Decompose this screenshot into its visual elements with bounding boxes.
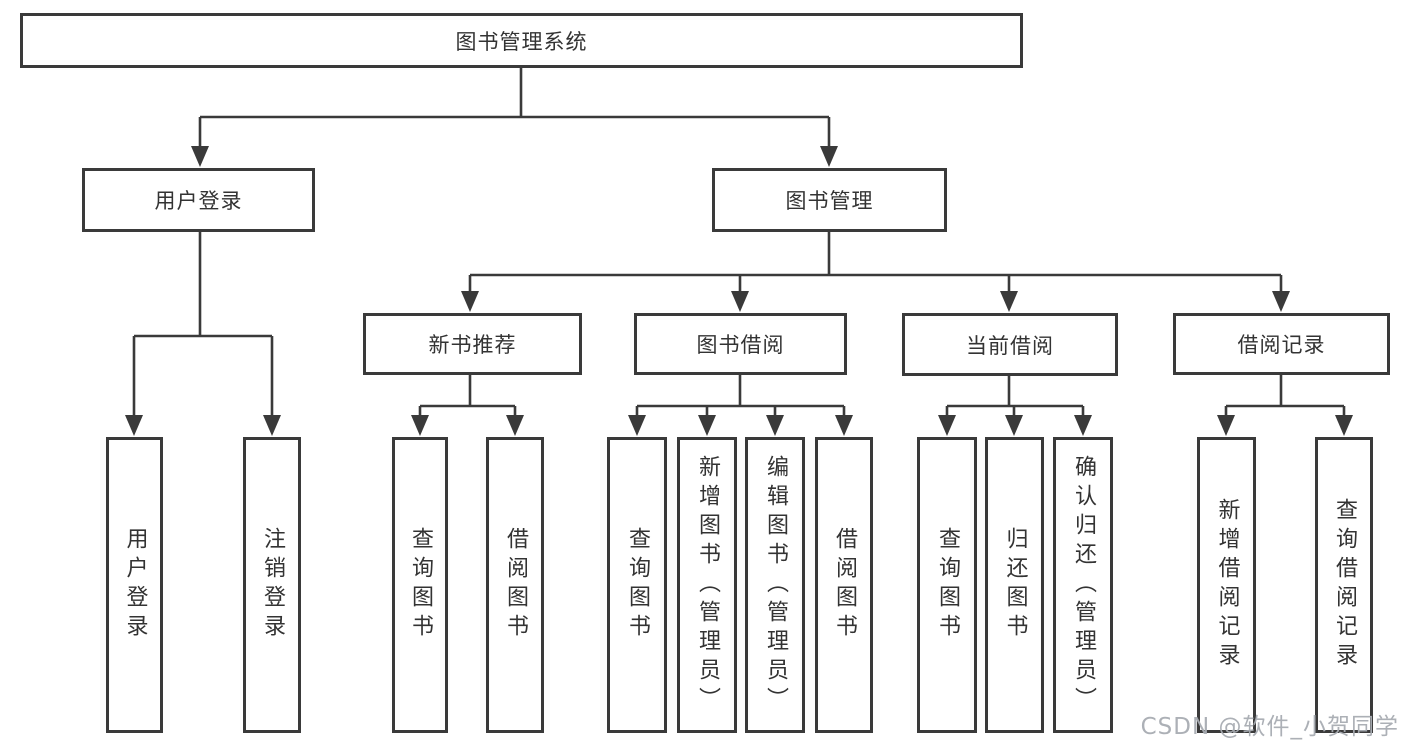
node-user-login: 用户登录 bbox=[82, 168, 315, 232]
leaf-label: 查询图书 bbox=[408, 527, 433, 643]
leaf-logout: 注销登录 bbox=[243, 437, 301, 733]
leaf-add-book-admin: 新增图书（管理员） bbox=[677, 437, 737, 733]
node-book-management: 图书管理 bbox=[712, 168, 947, 232]
node-current-borrow: 当前借阅 bbox=[902, 313, 1118, 376]
leaf-label: 借阅图书 bbox=[832, 527, 857, 643]
csdn-watermark: CSDN @软件_小贺同学 bbox=[1140, 714, 1399, 740]
leaf-query-books-borrow: 查询图书 bbox=[607, 437, 667, 733]
leaf-label: 查询图书 bbox=[625, 527, 650, 643]
leaf-label: 编辑图书（管理员） bbox=[763, 454, 788, 716]
node-root: 图书管理系统 bbox=[20, 13, 1023, 68]
node-book-borrow: 图书借阅 bbox=[634, 313, 847, 375]
node-new-book-recommend: 新书推荐 bbox=[363, 313, 582, 375]
leaf-label: 新增借阅记录 bbox=[1214, 498, 1240, 672]
leaf-label: 归还图书 bbox=[1002, 527, 1028, 643]
leaf-confirm-return-admin: 确认归还（管理员） bbox=[1053, 437, 1113, 733]
leaf-label: 查询借阅记录 bbox=[1332, 498, 1357, 672]
leaf-label: 借阅图书 bbox=[503, 527, 528, 643]
node-borrow-records: 借阅记录 bbox=[1173, 313, 1390, 375]
leaf-label: 新增图书（管理员） bbox=[695, 454, 720, 716]
arrowhead-icons bbox=[125, 146, 1353, 436]
leaf-return-books: 归还图书 bbox=[985, 437, 1044, 733]
leaf-edit-book-admin: 编辑图书（管理员） bbox=[745, 437, 805, 733]
leaf-user-login: 用户登录 bbox=[106, 437, 163, 733]
leaf-borrow-books-borrow: 借阅图书 bbox=[815, 437, 873, 733]
leaf-query-books-current: 查询图书 bbox=[917, 437, 977, 733]
leaf-add-borrow-record: 新增借阅记录 bbox=[1197, 437, 1256, 733]
leaf-borrow-books-newbook: 借阅图书 bbox=[486, 437, 544, 733]
leaf-query-borrow-record: 查询借阅记录 bbox=[1315, 437, 1373, 733]
leaf-label: 确认归还（管理员） bbox=[1071, 454, 1096, 716]
leaf-label: 注销登录 bbox=[260, 527, 285, 643]
leaf-label: 用户登录 bbox=[122, 527, 148, 643]
leaf-label: 查询图书 bbox=[935, 527, 960, 643]
leaf-query-books-newbook: 查询图书 bbox=[392, 437, 448, 733]
